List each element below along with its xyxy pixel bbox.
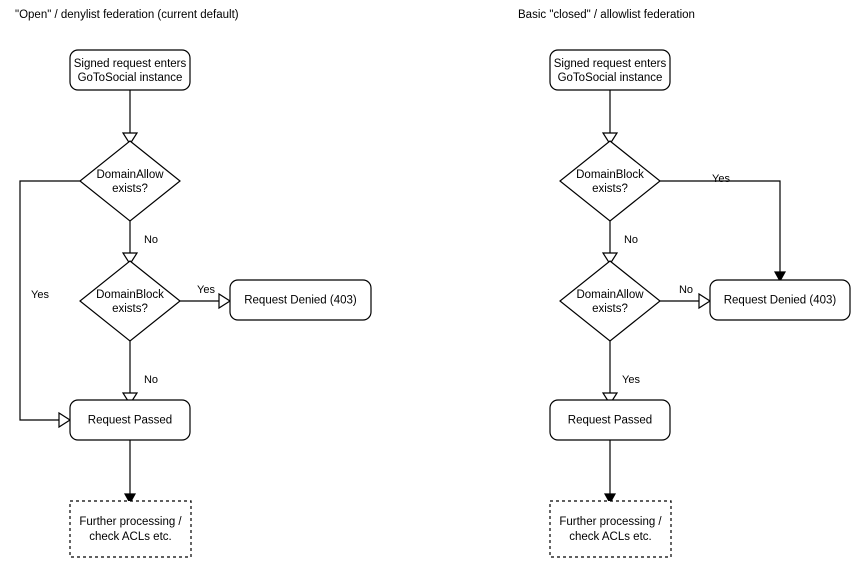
left-label-block-yes: Yes [197, 284, 215, 296]
right-label-block-no: No [624, 234, 638, 246]
left-domainallow-label-line2: exists? [112, 183, 148, 195]
right-entry-label-line1: Signed request enters [554, 58, 667, 70]
left-further-processing-box [69, 500, 192, 558]
left-entry-node: Signed request enters GoToSocial instanc… [69, 49, 191, 91]
right-decision-domainblock: DomainBlock exists? [559, 140, 661, 222]
left-label-block-no: No [144, 374, 158, 386]
diagram-open-denylist: "Open" / denylist federation (current de… [15, 9, 372, 558]
arrowhead-filled [603, 493, 617, 505]
arrowhead-filled [773, 271, 787, 283]
right-domainallow-label-line1: DomainAllow [576, 289, 644, 301]
left-edge-block-no: No [121, 341, 158, 406]
diagram-closed-allowlist: Basic "closed" / allowlist federation Si… [518, 9, 851, 558]
right-diagram-title: Basic "closed" / allowlist federation [518, 9, 695, 21]
left-domainblock-label-line1: DomainBlock [96, 289, 164, 301]
left-edge-allow-no: No [121, 221, 158, 266]
left-label-allow-yes: Yes [31, 289, 49, 301]
left-request-denied-node: Request Denied (403) [229, 279, 372, 321]
left-request-denied-box [229, 279, 372, 321]
left-request-passed-label: Request Passed [88, 415, 172, 427]
left-entry-label-line2: GoToSocial instance [78, 72, 183, 84]
left-request-denied-label: Request Denied (403) [244, 295, 357, 307]
right-edge-passed-to-further [603, 440, 617, 505]
right-edge-block-yes: Yes [660, 173, 787, 283]
left-diagram-title: "Open" / denylist federation (current de… [15, 9, 239, 21]
left-edge-allow-yes: Yes [19, 180, 80, 429]
left-decision-domainallow: DomainAllow exists? [79, 140, 181, 222]
left-further-processing-node: Further processing / check ACLs etc. [69, 500, 192, 558]
arrowhead-open [601, 392, 619, 406]
right-further-processing-node: Further processing / check ACLs etc. [549, 500, 672, 558]
left-request-passed-node: Request Passed [69, 399, 191, 441]
left-entry-label-line1: Signed request enters [74, 58, 187, 70]
arrowhead-open [58, 411, 72, 429]
right-request-denied-box [709, 279, 851, 321]
left-edge-block-yes: Yes [180, 284, 232, 310]
left-label-allow-no: No [144, 234, 158, 246]
right-label-allow-yes: Yes [622, 374, 640, 386]
arrowhead-open [601, 132, 619, 146]
right-request-denied-node: Request Denied (403) [709, 279, 851, 321]
right-further-processing-label-line1: Further processing / [559, 516, 662, 528]
right-domainblock-label-line1: DomainBlock [576, 169, 644, 181]
right-request-denied-label: Request Denied (403) [724, 295, 837, 307]
right-edge-entry-to-block [601, 90, 619, 146]
right-entry-label-line2: GoToSocial instance [558, 72, 663, 84]
right-label-allow-no: No [679, 284, 693, 296]
right-entry-node: Signed request enters GoToSocial instanc… [549, 49, 671, 91]
right-further-processing-label-line2: check ACLs etc. [569, 531, 651, 543]
left-domainblock-label-line2: exists? [112, 303, 148, 315]
left-edge-entry-to-allow [121, 90, 139, 146]
right-label-block-yes: Yes [712, 173, 730, 185]
right-request-passed-node: Request Passed [549, 399, 671, 441]
right-domainblock-label-line2: exists? [592, 183, 628, 195]
arrowhead-filled [123, 493, 137, 505]
arrowhead-open [218, 292, 232, 310]
right-request-passed-label: Request Passed [568, 415, 652, 427]
left-edge-passed-to-further [123, 440, 137, 505]
left-decision-domainblock: DomainBlock exists? [79, 260, 181, 342]
left-further-processing-label-line2: check ACLs etc. [89, 531, 171, 543]
arrowhead-open [698, 292, 712, 310]
arrowhead-open [121, 132, 139, 146]
right-further-processing-box [549, 500, 672, 558]
right-edge-allow-yes: Yes [601, 341, 640, 406]
arrowhead-open [121, 392, 139, 406]
arrowhead-open [121, 252, 139, 266]
arrowhead-open [601, 252, 619, 266]
right-edge-allow-no: No [660, 284, 712, 310]
right-decision-domainallow: DomainAllow exists? [559, 260, 661, 342]
right-domainallow-label-line2: exists? [592, 303, 628, 315]
left-further-processing-label-line1: Further processing / [79, 516, 182, 528]
right-edge-block-no: No [601, 221, 638, 266]
left-domainallow-label-line1: DomainAllow [96, 169, 164, 181]
